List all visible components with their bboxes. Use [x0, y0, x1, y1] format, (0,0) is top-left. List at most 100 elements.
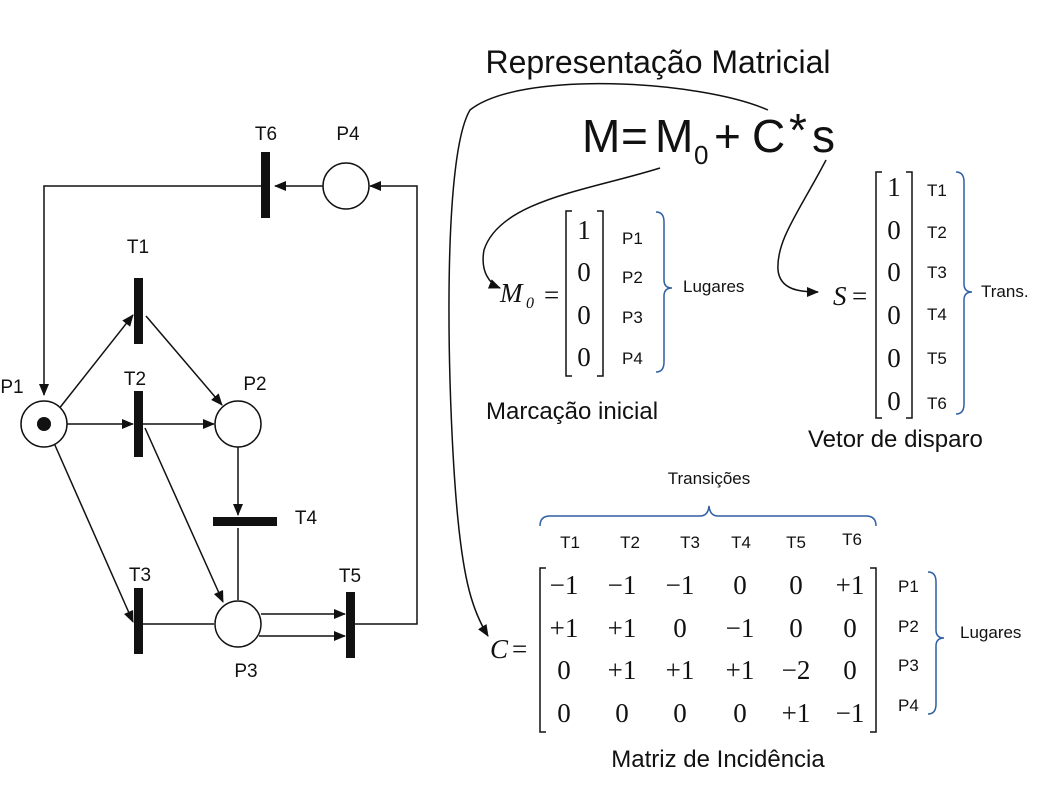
incidence-row-label: P4 [898, 696, 919, 715]
incidence-cell: 0 [733, 698, 747, 728]
firing-vector: S = 1 0 0 0 0 0 T1 T2 T3 T4 T5 T6 Trans.… [808, 171, 1029, 453]
transition-t6 [261, 152, 270, 218]
s-caption: Vetor de disparo [808, 426, 983, 453]
incidence-symbol: C [490, 634, 509, 664]
m0-brace [655, 211, 673, 373]
transition-t2 [134, 391, 143, 457]
m0-right-bracket [597, 210, 604, 377]
incidence-cell: +1 [608, 655, 637, 685]
transition-t4 [213, 517, 277, 526]
incidence-top-label: Transições [668, 469, 751, 488]
incidence-cell: 0 [789, 570, 803, 600]
eq-m0-subscript: 0 [694, 140, 708, 170]
place-p2 [214, 400, 262, 448]
incidence-cell: +1 [836, 570, 865, 600]
transition-t5 [346, 592, 355, 658]
incidence-matrix: Transições T1 T2 T3 T4 T5 T6 C = −1 −1 −1 0… [490, 469, 1021, 773]
label-t4: T4 [295, 508, 318, 529]
label-t5: T5 [339, 566, 361, 587]
incidence-col-label: T1 [560, 533, 580, 552]
m0-equals: = [544, 280, 559, 310]
label-p3: P3 [234, 661, 257, 682]
incidence-col-label: T5 [786, 533, 806, 552]
s-value: 0 [887, 300, 901, 330]
incidence-row-label: P3 [898, 656, 919, 675]
arrow-m0-to-marking [482, 167, 661, 289]
incidence-right-bracket [870, 567, 877, 733]
m0-subscript: 0 [526, 295, 534, 312]
incidence-left-bracket [539, 567, 546, 733]
s-row-label: T1 [927, 181, 947, 200]
eq-c: C [752, 110, 785, 162]
label-t1: T1 [127, 237, 149, 258]
arc-t5-p4 [355, 181, 418, 625]
label-p1: P1 [0, 377, 23, 398]
incidence-cell: +1 [726, 655, 755, 685]
arc-t2-p3 [144, 427, 224, 603]
label-t2: T2 [124, 369, 146, 390]
m0-caption: Marcação inicial [486, 398, 658, 425]
page-title: Representação Matricial [485, 44, 830, 80]
token [37, 417, 51, 431]
incidence-row-label: P2 [898, 617, 919, 636]
s-right-bracket [906, 171, 913, 419]
s-left-bracket [875, 171, 882, 419]
label-p4: P4 [336, 124, 360, 145]
incidence-cell: 0 [673, 698, 687, 728]
incidence-cell: 0 [557, 698, 571, 728]
incidence-cell: +1 [608, 613, 637, 643]
m0-symbol: M [499, 278, 524, 308]
eq-star: * [789, 104, 807, 156]
m0-row-label: P2 [622, 268, 643, 287]
s-value: 1 [887, 172, 901, 202]
incidence-row-label: P1 [898, 577, 919, 596]
label-t6: T6 [255, 124, 277, 145]
incidence-cell: 0 [557, 655, 571, 685]
initial-marking: M 0 = 1 0 0 0 P1 P2 P3 P4 Lugares Marcaç… [486, 210, 744, 425]
incidence-col-label: T2 [620, 533, 640, 552]
incidence-col-label: T3 [680, 533, 700, 552]
place-p4 [322, 162, 370, 210]
incidence-cell: 0 [673, 613, 687, 643]
incidence-cell: −1 [608, 570, 637, 600]
s-value: 0 [887, 257, 901, 287]
incidence-cell: +1 [550, 613, 579, 643]
arc-t6-p1 [39, 185, 266, 396]
petri-net: T6 P4 T1 T2 P1 P2 T4 T3 T5 P3 [0, 124, 418, 682]
equation: M = M 0 + C * s [582, 104, 835, 170]
eq-s: s [812, 110, 835, 162]
eq-m: M [582, 110, 620, 162]
incidence-cell: 0 [843, 613, 857, 643]
incidence-cell: +1 [782, 698, 811, 728]
eq-equals: = [621, 110, 648, 162]
arc-p1-t1 [57, 314, 134, 411]
incidence-cell: −2 [782, 655, 811, 685]
incidence-cell: 0 [733, 570, 747, 600]
s-brace-label: Trans. [981, 282, 1029, 301]
s-value: 0 [887, 343, 901, 373]
incidence-col-label: T4 [731, 533, 751, 552]
eq-m0: M [655, 110, 693, 162]
incidence-cell: −1 [836, 698, 865, 728]
incidence-equals: = [512, 634, 527, 664]
s-value: 0 [887, 215, 901, 245]
m0-row-label: P4 [622, 349, 643, 368]
label-t3: T3 [129, 565, 151, 586]
s-equals: = [852, 281, 867, 311]
m0-value: 0 [577, 342, 591, 372]
incidence-cell: −1 [726, 613, 755, 643]
arc-p1-t3 [53, 442, 134, 623]
arrow-s-to-vector [777, 159, 827, 297]
m0-value: 0 [577, 300, 591, 330]
m0-row-label: P1 [622, 229, 643, 248]
incidence-caption: Matriz de Incidência [611, 746, 825, 773]
s-value: 0 [887, 386, 901, 416]
incidence-col-label: T6 [842, 530, 862, 549]
incidence-cell: +1 [666, 655, 695, 685]
incidence-cell: 0 [615, 698, 629, 728]
incidence-cell: −1 [666, 570, 695, 600]
m0-row-label: P3 [622, 308, 643, 327]
incidence-cell: −1 [550, 570, 579, 600]
